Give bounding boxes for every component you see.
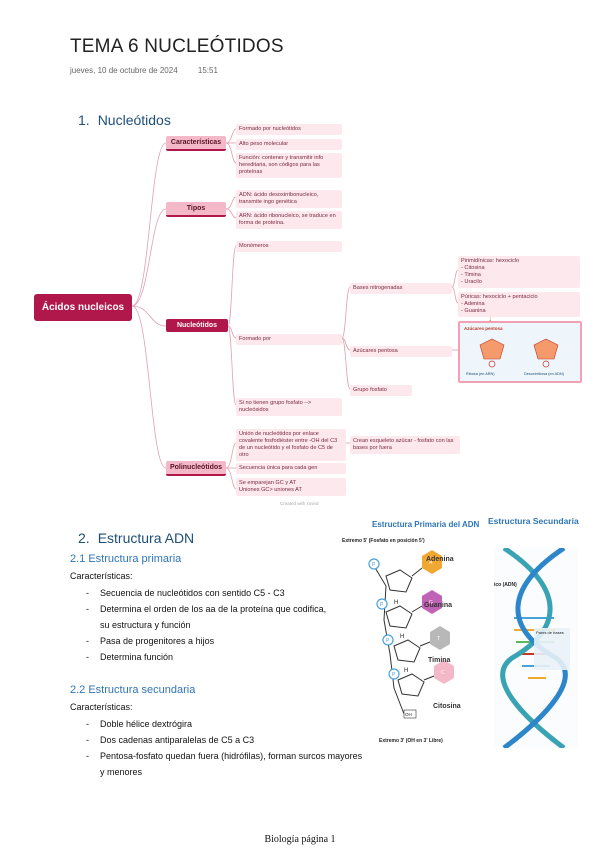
section-label: Estructura ADN [97,530,195,546]
leaf-monomeros: Monómeros [236,241,342,252]
phosphate-p-1: P [372,562,376,568]
arrow-down-icon: ↓ [488,314,492,323]
leaf-secuencia: Secuencia única para cada gen [236,463,346,474]
leaf-bases: Bases nitrogenadas [350,283,452,294]
secundaria-caract: Características: [70,702,133,712]
node-nucleotidos: Nucleótidos [166,319,228,332]
phosphate-p-3: P [386,638,390,644]
pares-label: Pares de bases [536,630,564,635]
primaria-heading: 2.1 Estructura primaria [70,553,182,565]
leaf-tipos-1: ADN: ácido desoxirribonucleico, transmit… [236,190,342,208]
base-letter-a: A [429,560,433,566]
phosphate-p-2: P [380,602,384,608]
primaria-list: Secuencia de nucleótidos con sentido C5 … [86,585,376,665]
oh-label: OH [405,712,412,717]
extremo5-label: Extremo 5' (Fosfato en posición 5') [342,538,425,544]
node-caracteristicas: Características [166,136,226,151]
leaf-emparejan: Se emparejan GC y AT Uniones GC> uniones… [236,478,346,496]
mindmap-root: Ácidos nucleicos [34,294,132,321]
page-time: 15:51 [197,66,218,75]
page-title: TEMA 6 NUCLEÓTIDOS [70,36,284,57]
list-item: su estructura y función [100,620,191,630]
leaf-formado-por: Formado por [236,334,342,345]
fig-primaria-title: Estructura Primaria del ADN [372,520,480,529]
leaf-grupo-fosfato: Grupo fosfato [350,385,412,396]
base-citosina: Citosina [433,703,461,710]
node-tipos: Tipos [166,202,226,217]
list-item: Pentosa-fosfato quedan fuera (hidrófilas… [86,748,396,764]
ribosa-label: Ribosa (en ARN) [466,372,495,376]
leaf-pirimidinicas: Pirimidínicas: hexociclo - Citosina - Ti… [458,256,580,288]
hydrogen-h-3: H [404,668,408,674]
page-date: jueves, 10 de octubre de 2024 [70,66,178,75]
pentose-image: Azúcares pentosa Ribosa (en ARN) Desoxir… [458,321,582,383]
page-footer: Biología página 1 [264,834,336,845]
pentose-image-title: Azúcares pentosa [464,326,503,331]
leaf-azucares: Azúcares pentosa [350,346,452,357]
dna-helix-diagram [500,545,570,750]
pentose-molecules [479,338,559,368]
list-item: Determina el orden de los aa de la prote… [86,601,376,617]
list-item: Determina función [86,649,376,665]
section-number: 2. [78,530,90,546]
list-item: y menores [100,767,143,777]
extremo3-label: Extremo 3' (OH en 3' Libre) [379,738,443,744]
phosphate-p-4: P [392,672,396,678]
secundaria-list: Doble hélice dextrógira Dos cadenas anti… [86,716,396,780]
hydrogen-h-1: H [394,600,398,606]
node-polinucleotidos: Polinucleótidos [166,461,226,476]
xmind-watermark: Created with xmind [280,501,319,506]
section-1-heading: 1. Nucleótidos [78,112,171,128]
base-timina: Timina [428,657,451,664]
list-item: Dos cadenas antiparalelas de C5 a C3 [86,732,396,748]
base-letter-g: G [429,600,433,606]
section-number: 1. [78,112,90,128]
list-item: Secuencia de nucleótidos con sentido C5 … [86,585,376,601]
fig-secundaria-title: Estructura Secundaria [488,516,579,526]
desoxirribosa-label: Desoxirribosa (en ADN) [524,372,564,376]
leaf-caract-3: Función: contener y transmitir info here… [236,153,342,178]
base-guanina: Guanina [424,602,453,609]
page-meta: jueves, 10 de octubre de 2024 15:51 [70,66,236,75]
hydrogen-h-2: H [400,634,404,640]
section-label: Nucleótidos [97,112,171,128]
leaf-tipos-2: ARN: ácido ribonucleico, se traduce en f… [236,211,342,229]
leaf-sin-fosfato: Si no tienen grupo fosfato --> nucleósid… [236,398,342,416]
base-letter-t: T [437,636,440,642]
helix-label: ico (ADN) [494,582,517,588]
mindmap-connectors [131,128,459,490]
leaf-puricas: Púricas: hexociclo + pentaciclo - Adenin… [458,292,580,317]
secundaria-heading: 2.2 Estructura secundaria [70,684,196,696]
list-item: Pasa de progenitores a hijos [86,633,376,649]
primaria-caract: Características: [70,571,133,581]
base-letter-c: C [441,670,445,676]
leaf-esqueleto: Crean esqueleto azúcar - fosfato con las… [350,436,460,454]
leaf-caract-1: Formado por nucleótidos [236,124,342,135]
leaf-caract-2: Alto peso molecular [236,139,342,150]
list-item: Doble hélice dextrógira [86,716,396,732]
section-2-heading: 2. Estructura ADN [78,530,194,546]
dna-primary-diagram: A G T C P P P P H H H OH [368,550,454,719]
dna-helix-image: ico (ADN) Pares de bases [494,545,578,750]
leaf-union: Unión de nucleótidos por enlace covalent… [236,429,346,461]
base-adenina: Adenina [426,556,454,563]
